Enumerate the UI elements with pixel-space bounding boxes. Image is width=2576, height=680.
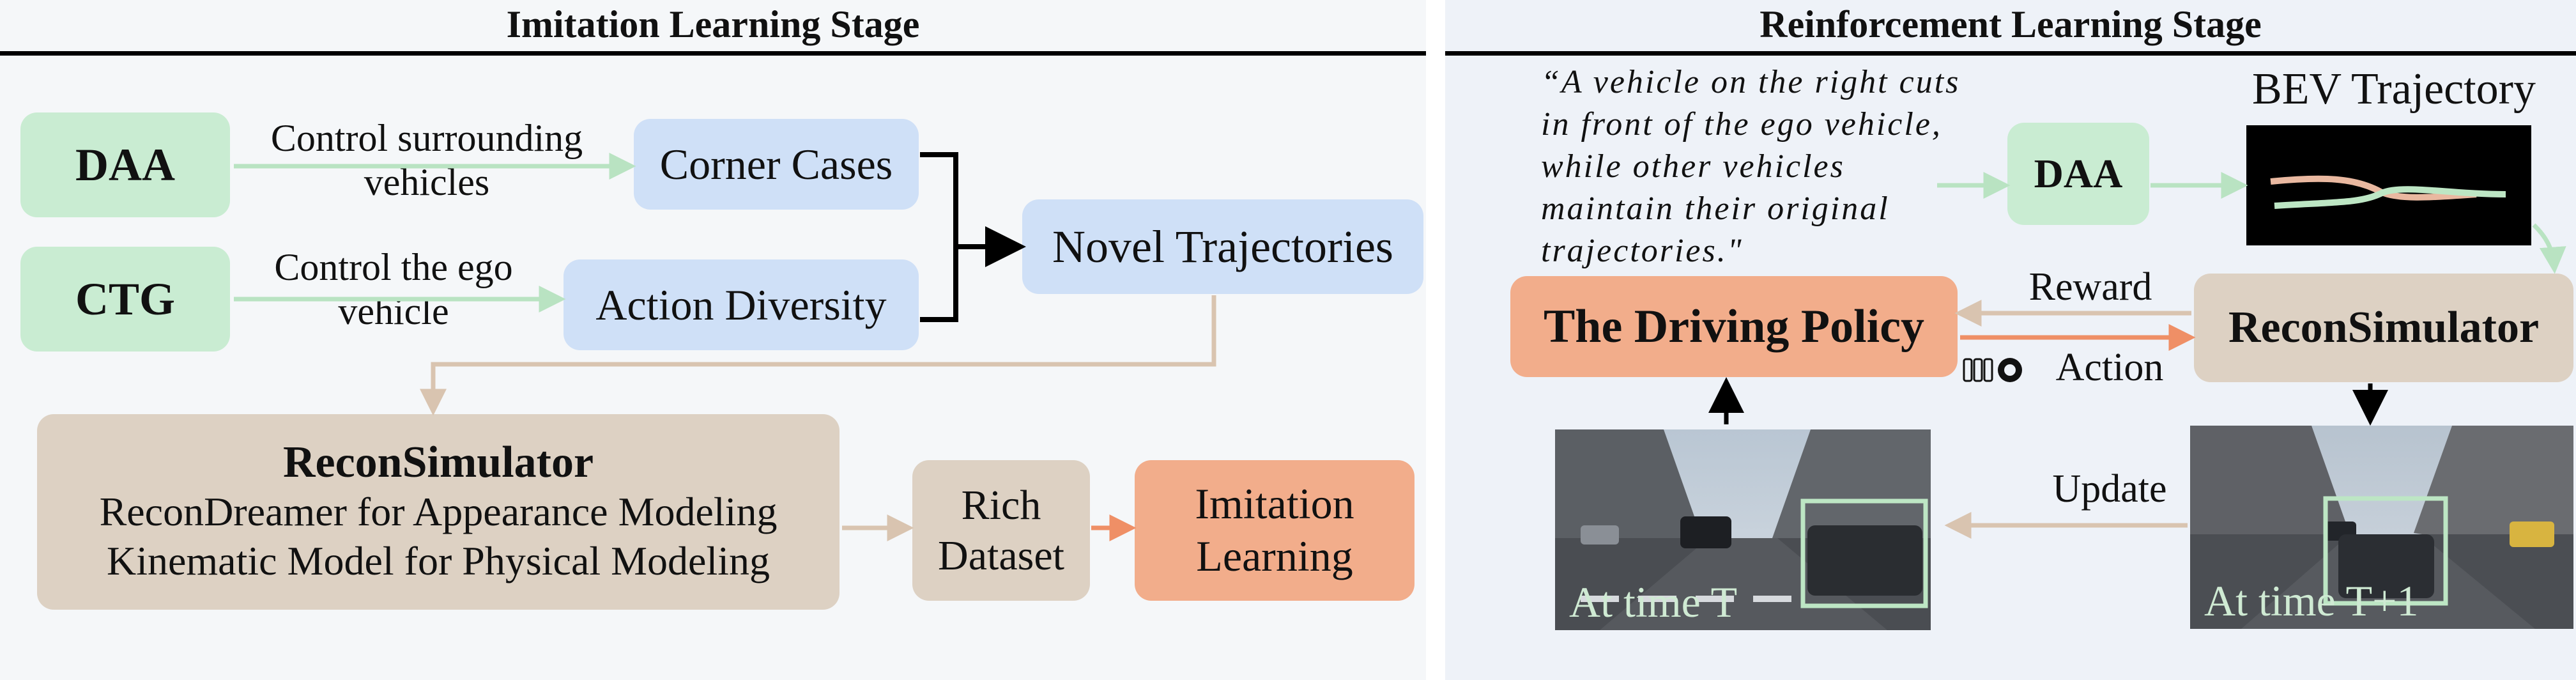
- rl-reconsimulator-node: ReconSimulator: [2194, 274, 2573, 382]
- reinforcement-learning-panel: Reinforcement Learning Stage “A vehicle …: [1445, 0, 2576, 680]
- imitation-learning-panel: Imitation Learning Stage DAA CTG Control…: [0, 3, 1426, 610]
- scenario-prompt: “A vehicle on the right cuts in front of…: [1541, 64, 1961, 270]
- action-label: Action: [2055, 346, 2164, 389]
- imitation-learning-node: Imitation Learning: [1135, 460, 1414, 601]
- bev-to-reconsimulator-arrow: [2532, 223, 2566, 274]
- merge-bracket: [920, 152, 958, 322]
- reconsimulator-line-appearance: ReconDreamer for Appearance Modeling: [99, 489, 778, 535]
- update-label: Update: [2052, 467, 2167, 511]
- reinforcement-title-rule: [1445, 51, 2576, 56]
- throttle-brake-icon: [1963, 358, 1993, 382]
- corner-cases-node: Corner Cases: [634, 119, 919, 210]
- ctg-node: CTG: [20, 247, 230, 352]
- novel-trajectories-node: Novel Trajectories: [1022, 199, 1423, 294]
- reconsimulator-node: ReconSimulator ReconDreamer for Appearan…: [37, 414, 839, 610]
- bev-trajectory-agent-curve: [2274, 186, 2506, 209]
- time-t1-caption: At time T+1: [2204, 576, 2419, 625]
- rl-daa-node: DAA: [2007, 123, 2149, 225]
- time-t-caption: At time T: [1569, 578, 1738, 626]
- action-diversity-node: Action Diversity: [564, 259, 919, 350]
- bev-trajectory-image: [2246, 125, 2531, 245]
- novel-to-reconsimulator-arrow: [420, 295, 1216, 416]
- steering-wheel-icon: [1998, 358, 2022, 382]
- imitation-stage-title: Imitation Learning Stage: [506, 3, 920, 45]
- reconsimulator-title: ReconSimulator: [282, 438, 594, 487]
- camera-frame-t: At time T: [1555, 429, 1931, 630]
- daa-node: DAA: [20, 112, 230, 217]
- rich-dataset-node: Rich Dataset: [912, 460, 1090, 601]
- camera-frame-t-plus-1: At time T+1: [2190, 426, 2573, 629]
- reward-label: Reward: [2028, 265, 2152, 309]
- bev-trajectory-curves: [2270, 175, 2506, 209]
- reinforcement-stage-title: Reinforcement Learning Stage: [1759, 3, 2262, 45]
- reconsimulator-line-physical: Kinematic Model for Physical Modeling: [106, 538, 770, 584]
- bev-trajectory-label: BEV Trajectory: [2252, 65, 2536, 114]
- imitation-title-rule: [0, 51, 1426, 56]
- action-icons: [1961, 350, 2025, 389]
- driving-policy-node: The Driving Policy: [1510, 276, 1958, 377]
